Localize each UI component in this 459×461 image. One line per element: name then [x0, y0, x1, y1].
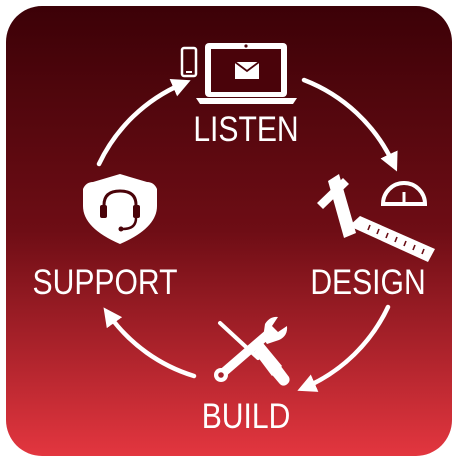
cycle-diagram: LISTEN DESIGN BUILD SUPPORT	[6, 6, 452, 456]
arrow-build-to-support	[103, 307, 197, 379]
stage-label-design: DESIGN	[310, 262, 425, 302]
shield-headset-icon	[83, 174, 157, 244]
arrow-design-to-build	[297, 304, 391, 392]
arrow-listen-to-design	[301, 77, 398, 172]
wrench-screwdriver-icon	[214, 316, 290, 386]
stage-label-build: BUILD	[202, 396, 291, 436]
stage-label-listen: LISTEN	[193, 109, 298, 149]
laptop-phone-email-icon	[180, 43, 297, 104]
cycle-diagram-card: LISTEN DESIGN BUILD SUPPORT	[6, 6, 452, 456]
arrow-support-to-listen	[96, 79, 191, 167]
ruler-protractor-icon	[317, 174, 435, 262]
stage-label-support: SUPPORT	[33, 262, 178, 302]
